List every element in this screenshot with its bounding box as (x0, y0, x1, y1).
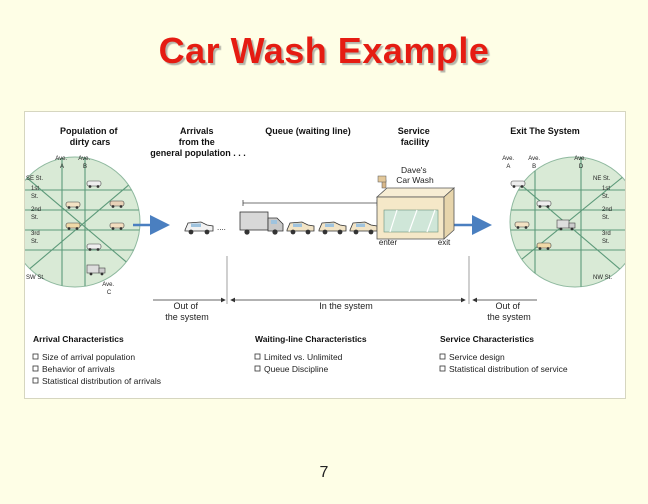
right-map-car (510, 180, 526, 188)
out-of-system-right: Out of the system (487, 301, 531, 322)
left-map-truck (86, 264, 106, 276)
list-item: Limited vs. Unlimited (264, 352, 343, 362)
out-of-system-left: Out of the system (165, 301, 209, 322)
left-map-car (86, 243, 102, 251)
list-item: Statistical distribution of service (449, 364, 568, 374)
ellipsis: .... (217, 223, 226, 232)
queue-car (318, 221, 347, 235)
list-item: Statistical distribution of arrivals (42, 376, 161, 386)
list-item: Queue Discipline (264, 364, 329, 374)
left-ave-a: Ave. A (55, 156, 69, 170)
population-header: Population of dirty cars (60, 126, 120, 147)
right-map-truck (556, 219, 576, 231)
service-characteristics-title: Service Characteristics (440, 334, 534, 344)
right-avenue-labels: Ave. A Ave. B Ave. D (502, 156, 588, 170)
left-map-car (65, 222, 81, 230)
arrival-characteristics-list: Size of arrival population Behavior of a… (32, 352, 161, 386)
exit-label: exit (438, 238, 451, 247)
enter-label: enter (379, 238, 398, 247)
waiting-line-characteristics-title: Waiting-line Characteristics (255, 334, 367, 344)
list-item: Service design (449, 352, 505, 362)
list-item: Size of arrival population (42, 352, 135, 362)
slide-title: Car Wash Example (158, 30, 490, 71)
service-characteristics-list: Service design Statistical distribution … (439, 352, 568, 374)
queue-car (349, 221, 378, 235)
left-map-car (65, 201, 81, 209)
left-map-car (86, 180, 102, 188)
car-wash-diagram: Population of dirty cars Arrivals from t… (24, 111, 626, 399)
page-number: 7 (319, 464, 329, 481)
car-wash-building (375, 175, 456, 240)
right-street-labels: NE St. 1st St. 2nd St. 3rd St. NW St. (593, 176, 614, 281)
left-street-labels: SE St. 1st St. 2nd St. 3rd St. SW St. (26, 176, 45, 281)
arrivals-header: Arrivals from the general population . .… (150, 126, 246, 158)
queue-truck (239, 211, 284, 235)
car-wash-sign: Dave's Car Wash (396, 165, 434, 185)
queue-car (286, 221, 315, 235)
list-item: Behavior of arrivals (42, 364, 115, 374)
service-facility-header: Service facility (398, 126, 433, 147)
left-ave-c: Ave. C (102, 282, 116, 296)
right-map-car (536, 242, 552, 250)
exit-header: Exit The System (510, 126, 580, 136)
arrival-characteristics-title: Arrival Characteristics (33, 334, 124, 344)
left-population-map (25, 156, 141, 288)
in-the-system: In the system (319, 301, 373, 311)
left-ave-b: Ave. B (78, 156, 92, 170)
arriving-car (184, 221, 214, 235)
diagram-svg: Population of dirty cars Arrivals from t… (25, 126, 625, 386)
right-map-car (536, 200, 552, 208)
left-map-car (109, 222, 125, 230)
left-map-car (109, 200, 125, 208)
right-map-car (514, 221, 530, 229)
queue-header: Queue (waiting line) (265, 126, 351, 136)
waiting-line-characteristics-list: Limited vs. Unlimited Queue Discipline (254, 352, 343, 374)
